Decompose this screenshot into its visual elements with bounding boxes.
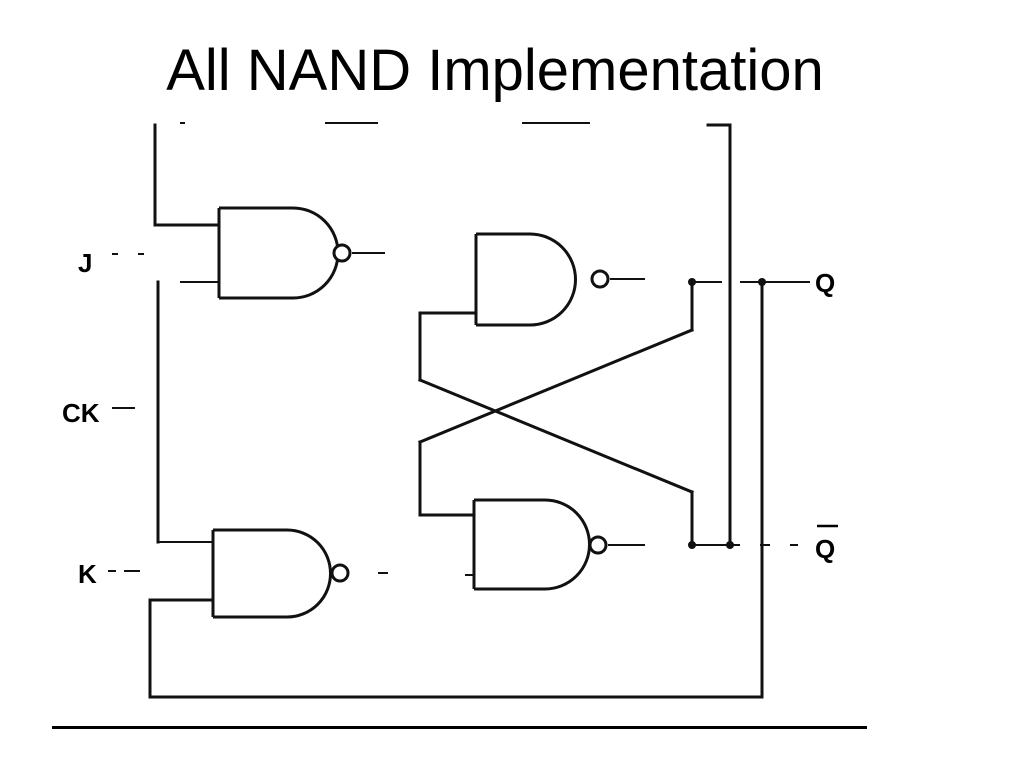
input-label-ck: CK (62, 398, 100, 428)
nand-j-inversion-bubble (332, 243, 352, 263)
feedback-wire-bottom (148, 281, 764, 699)
latch-upper-inversion-bubble (590, 269, 610, 289)
nand-gate-latch-lower (465, 498, 608, 591)
qbar-output-rail (688, 541, 798, 549)
input-label-j: J (78, 248, 92, 278)
slide-bottom-rule (52, 726, 867, 729)
nand-gate-latch-upper (474, 232, 610, 327)
q-output-rail (688, 278, 810, 286)
output-label-q: Q (815, 268, 835, 298)
nand-gate-k (158, 528, 350, 619)
cross-coupling-wires (418, 280, 694, 547)
nand-gate-j (180, 206, 352, 300)
output-label-qbar: Q (815, 534, 835, 564)
slide-title: All NAND Implementation (166, 38, 824, 103)
latch-lower-inversion-bubble (588, 535, 608, 555)
nand-k-inversion-bubble (330, 563, 350, 583)
input-label-k: K (78, 559, 97, 589)
feedback-wire-top (153, 122, 732, 547)
